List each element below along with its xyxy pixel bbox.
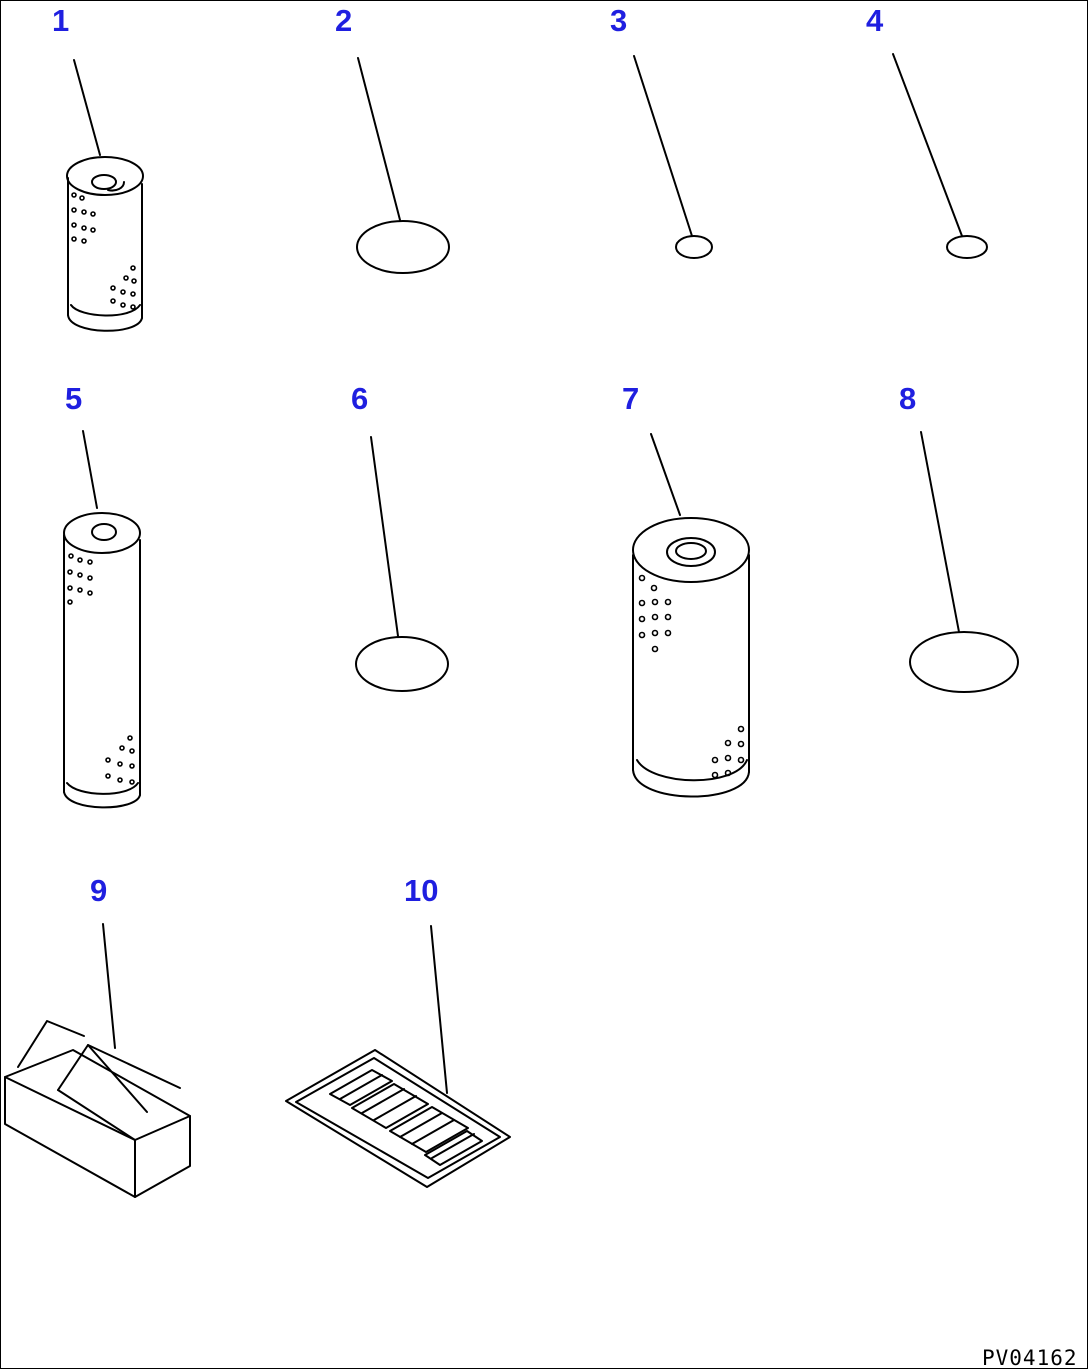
part-6: 6 xyxy=(351,381,449,692)
part-8: 8 xyxy=(899,381,1019,693)
callout-2: 2 xyxy=(335,3,352,38)
small-o-ring-icon xyxy=(946,235,988,259)
leader-line-4 xyxy=(892,53,963,237)
part-5: 5 xyxy=(63,381,141,809)
large-cylindrical-filter-icon xyxy=(632,517,750,798)
large-o-ring-icon xyxy=(355,636,449,692)
leader-line-7 xyxy=(650,433,681,516)
part-1: 1 xyxy=(52,3,144,332)
part-2: 2 xyxy=(335,3,450,274)
leader-line-3 xyxy=(633,55,693,237)
part-9: 9 xyxy=(4,873,191,1198)
part-7: 7 xyxy=(622,381,750,798)
large-o-ring-icon xyxy=(356,220,450,274)
part-10: 10 xyxy=(285,873,511,1188)
callout-4: 4 xyxy=(866,3,884,38)
leader-line-5 xyxy=(82,430,98,509)
cardboard-box-icon xyxy=(4,1020,191,1198)
long-cylindrical-filter-icon xyxy=(63,512,141,809)
small-o-ring-icon xyxy=(675,235,713,259)
leader-line-2 xyxy=(357,57,401,221)
callout-9: 9 xyxy=(90,873,107,908)
large-o-ring-icon xyxy=(909,631,1019,693)
part-3: 3 xyxy=(610,3,713,259)
callout-5: 5 xyxy=(65,381,82,416)
callout-7: 7 xyxy=(622,381,639,416)
small-cylindrical-filter-icon xyxy=(66,156,144,332)
leader-line-1 xyxy=(73,59,101,156)
callout-6: 6 xyxy=(351,381,368,416)
drawing-code: PV04162 xyxy=(982,1346,1078,1370)
part-4: 4 xyxy=(866,3,988,259)
leader-line-9 xyxy=(102,923,116,1049)
leader-line-10 xyxy=(430,925,448,1094)
leader-line-8 xyxy=(920,431,960,633)
callout-1: 1 xyxy=(52,3,69,38)
callout-8: 8 xyxy=(899,381,916,416)
label-sheet-icon xyxy=(285,1049,511,1188)
callout-10: 10 xyxy=(404,873,438,908)
callout-3: 3 xyxy=(610,3,627,38)
leader-line-6 xyxy=(370,436,399,637)
